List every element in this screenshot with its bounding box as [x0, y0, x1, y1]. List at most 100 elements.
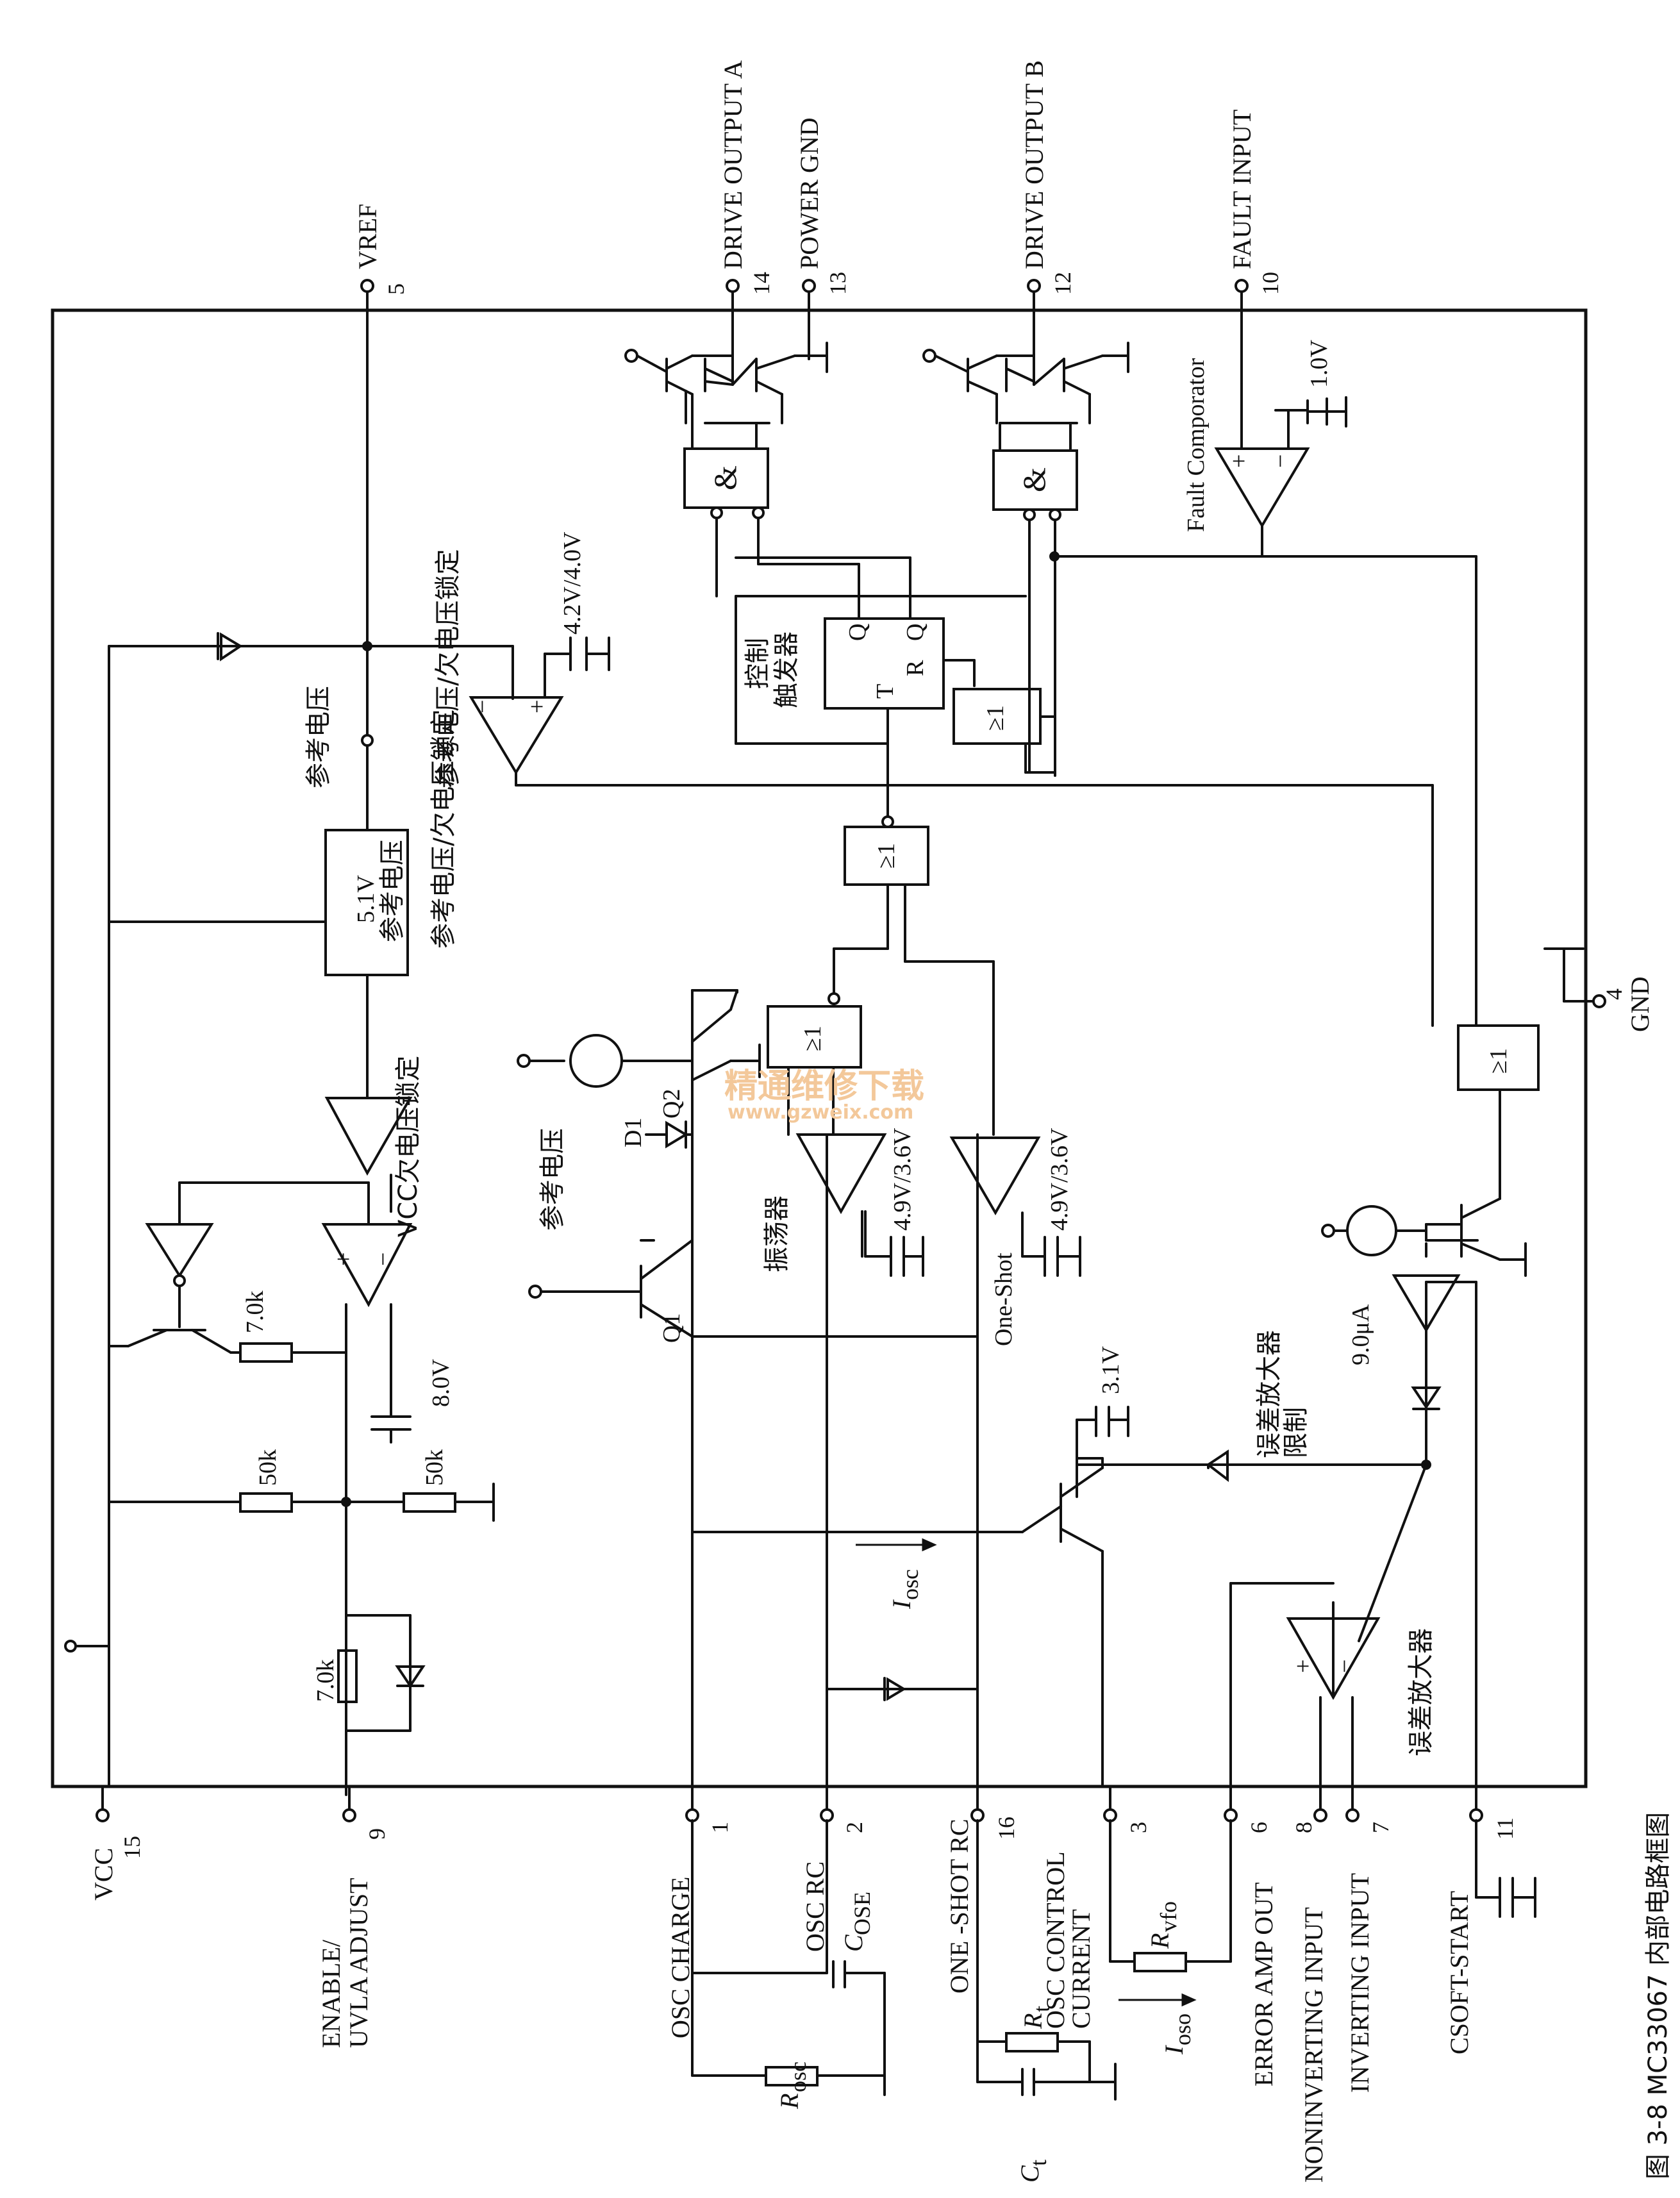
gnd-pin-number: 4: [1601, 988, 1627, 1000]
fault-input-pin-number: 10: [1258, 272, 1283, 295]
error-amp-out-pin-number: 6: [1246, 1822, 1272, 1833]
svg-text:t: t: [1029, 2006, 1054, 2012]
one-shot-label: One-Shot: [990, 1253, 1017, 1346]
gnd-label: GND: [1626, 976, 1654, 1032]
rosc-label: R osc: [775, 2061, 811, 2110]
osc-control-label: OSC CONTROL: [1041, 1851, 1070, 2029]
flipflop-name-2: 触发器: [772, 631, 801, 708]
svg-text:R: R: [775, 2094, 804, 2110]
drive-a-pin-number: 14: [749, 272, 774, 295]
or-gate-upper-symbol: ≥1: [873, 843, 900, 869]
inverting-pin-number: 7: [1368, 1822, 1393, 1833]
drive-a-label: DRIVE OUTPUT A: [719, 60, 747, 269]
error-amp-label: 误差放大器: [1406, 1628, 1436, 1756]
vcc-comparator-ref: 8.0V: [428, 1359, 454, 1408]
current-source-9ua-label: 9.0μA: [1347, 1304, 1374, 1365]
resistor-7k-bottom-label: 7.0k: [312, 1660, 339, 1703]
csoft-start-pin-number: 11: [1492, 1817, 1518, 1840]
flipflop-qbar-label: Q: [902, 624, 929, 641]
iosc-label: I osc: [887, 1569, 923, 1610]
flipflop-name-1: 控制: [743, 638, 772, 689]
one-shot-rc-pin-number: 16: [994, 1817, 1019, 1840]
enable-label: ENABLE/: [317, 1939, 345, 2048]
resistor-7k-top-label: 7.0k: [242, 1291, 269, 1334]
vcc-comparator-minus: −: [370, 1253, 397, 1266]
one-shot-threshold: 4.9V/3.6V: [1046, 1128, 1073, 1231]
oscillator-threshold: 4.9V/3.6V: [889, 1128, 916, 1231]
or-gate-bottom-symbol: ≥1: [1485, 1048, 1512, 1074]
error-amp-minus: −: [1331, 1660, 1358, 1673]
q2-label: Q2: [658, 1089, 685, 1119]
svg-text:I: I: [1160, 2045, 1188, 2055]
uvla-adjust-label: UVLA ADJUST: [344, 1877, 373, 2048]
osc-rc-pin-number: 2: [842, 1822, 867, 1833]
osc-control-current-label: CURRENT: [1067, 1909, 1095, 2029]
figure-caption: 图 3-8 MC33067 内部电路框图: [1643, 1812, 1673, 2179]
ioso-label: I oso: [1160, 2013, 1195, 2055]
fault-comparator-ref: 1.0V: [1306, 340, 1333, 388]
fault-comparator-minus: −: [1267, 454, 1294, 468]
svg-text:R: R: [1019, 2013, 1047, 2029]
ref-comparator-minus: −: [469, 700, 496, 713]
fault-input-label: FAULT INPUT: [1227, 110, 1256, 269]
svg-text:t: t: [1026, 2160, 1051, 2166]
ref-node-label: 参考电压: [304, 686, 333, 788]
fault-comparator-label: Fault Comporator: [1183, 358, 1210, 532]
inverting-input-label: INVERTING INPUT: [1345, 1873, 1374, 2093]
power-gnd-pin-number: 13: [825, 272, 851, 295]
fault-comparator-plus: +: [1226, 454, 1252, 468]
enable-pin-number: 9: [364, 1828, 390, 1840]
oscillator-label: 振荡器: [762, 1195, 792, 1272]
svg-text:osc: osc: [785, 2061, 811, 2092]
vcc-label: VCC: [89, 1848, 118, 1901]
ref-block-voltage: 5.1V: [353, 875, 379, 924]
one-shot-rc-label: ONE -SHOT RC: [945, 1819, 974, 1994]
d1-label: D1: [620, 1118, 647, 1147]
or-gate-mid-symbol: ≥1: [799, 1026, 826, 1051]
vref-label: VREF: [353, 204, 382, 269]
ea-limit-label-2: 限制: [1281, 1407, 1311, 1458]
drive-b-label: DRIVE OUTPUT B: [1020, 60, 1049, 269]
ref-uvlo-label: 参考电压/欠电压锁定: [429, 710, 458, 949]
d1-ref-label: 参考电压: [538, 1128, 567, 1231]
cose-label: C OSE: [839, 1892, 875, 1952]
power-gnd-label: POWER GND: [795, 117, 824, 269]
noninverting-pin-number: 8: [1291, 1822, 1317, 1833]
noninverting-input-label: NONINVERTING INPUT: [1299, 1907, 1328, 2183]
flipflop-q-label: Q: [844, 624, 871, 641]
ref-uvlo-label-top: 参考电压/欠电压锁定: [433, 549, 463, 788]
osc-charge-label: OSC CHARGE: [666, 1877, 695, 2038]
or-gate-ff-symbol: ≥1: [982, 705, 1009, 731]
svg-text:OSE: OSE: [849, 1892, 875, 1935]
ref-comparator-threshold: 4.2V/4.0V: [559, 531, 586, 635]
svg-text:I: I: [887, 1599, 916, 1610]
ref-block-name: 参考电压: [378, 840, 407, 942]
error-amp-plus: +: [1290, 1660, 1317, 1673]
resistor-50k-b-label: 50k: [421, 1449, 448, 1486]
vcc-uvlo-label: VCC欠电压锁定: [394, 1056, 423, 1237]
and-gate-a-symbol: &: [707, 465, 743, 490]
svg-text:C: C: [1015, 2165, 1044, 2183]
drive-b-pin-number: 12: [1050, 272, 1076, 295]
svg-text:osc: osc: [897, 1569, 923, 1600]
svg-text:C: C: [839, 1934, 868, 1952]
rt-label: R t: [1019, 2006, 1054, 2029]
flipflop-r-label: R: [902, 660, 929, 676]
ref-comparator-plus: +: [524, 700, 551, 713]
osc-charge-pin-number: 1: [707, 1822, 733, 1833]
and-gate-b-symbol: &: [1016, 467, 1052, 492]
vref-pin-number: 5: [383, 283, 409, 295]
vref-3v1-label: 3.1V: [1097, 1346, 1124, 1395]
ea-limit-label-1: 误差放大器: [1254, 1330, 1284, 1458]
q1-label: Q1: [658, 1313, 685, 1343]
vcc-comparator-plus: +: [330, 1253, 357, 1266]
error-amp-out-label: ERROR AMP OUT: [1249, 1882, 1278, 2086]
ic-outline: [53, 310, 1586, 1786]
vcc-pin-number: 15: [119, 1836, 145, 1859]
resistor-50k-a-label: 50k: [254, 1449, 281, 1486]
flipflop-t-label: T: [872, 684, 899, 699]
rvfo-label: R vfo: [1145, 1901, 1181, 1949]
svg-text:R: R: [1145, 1933, 1174, 1949]
